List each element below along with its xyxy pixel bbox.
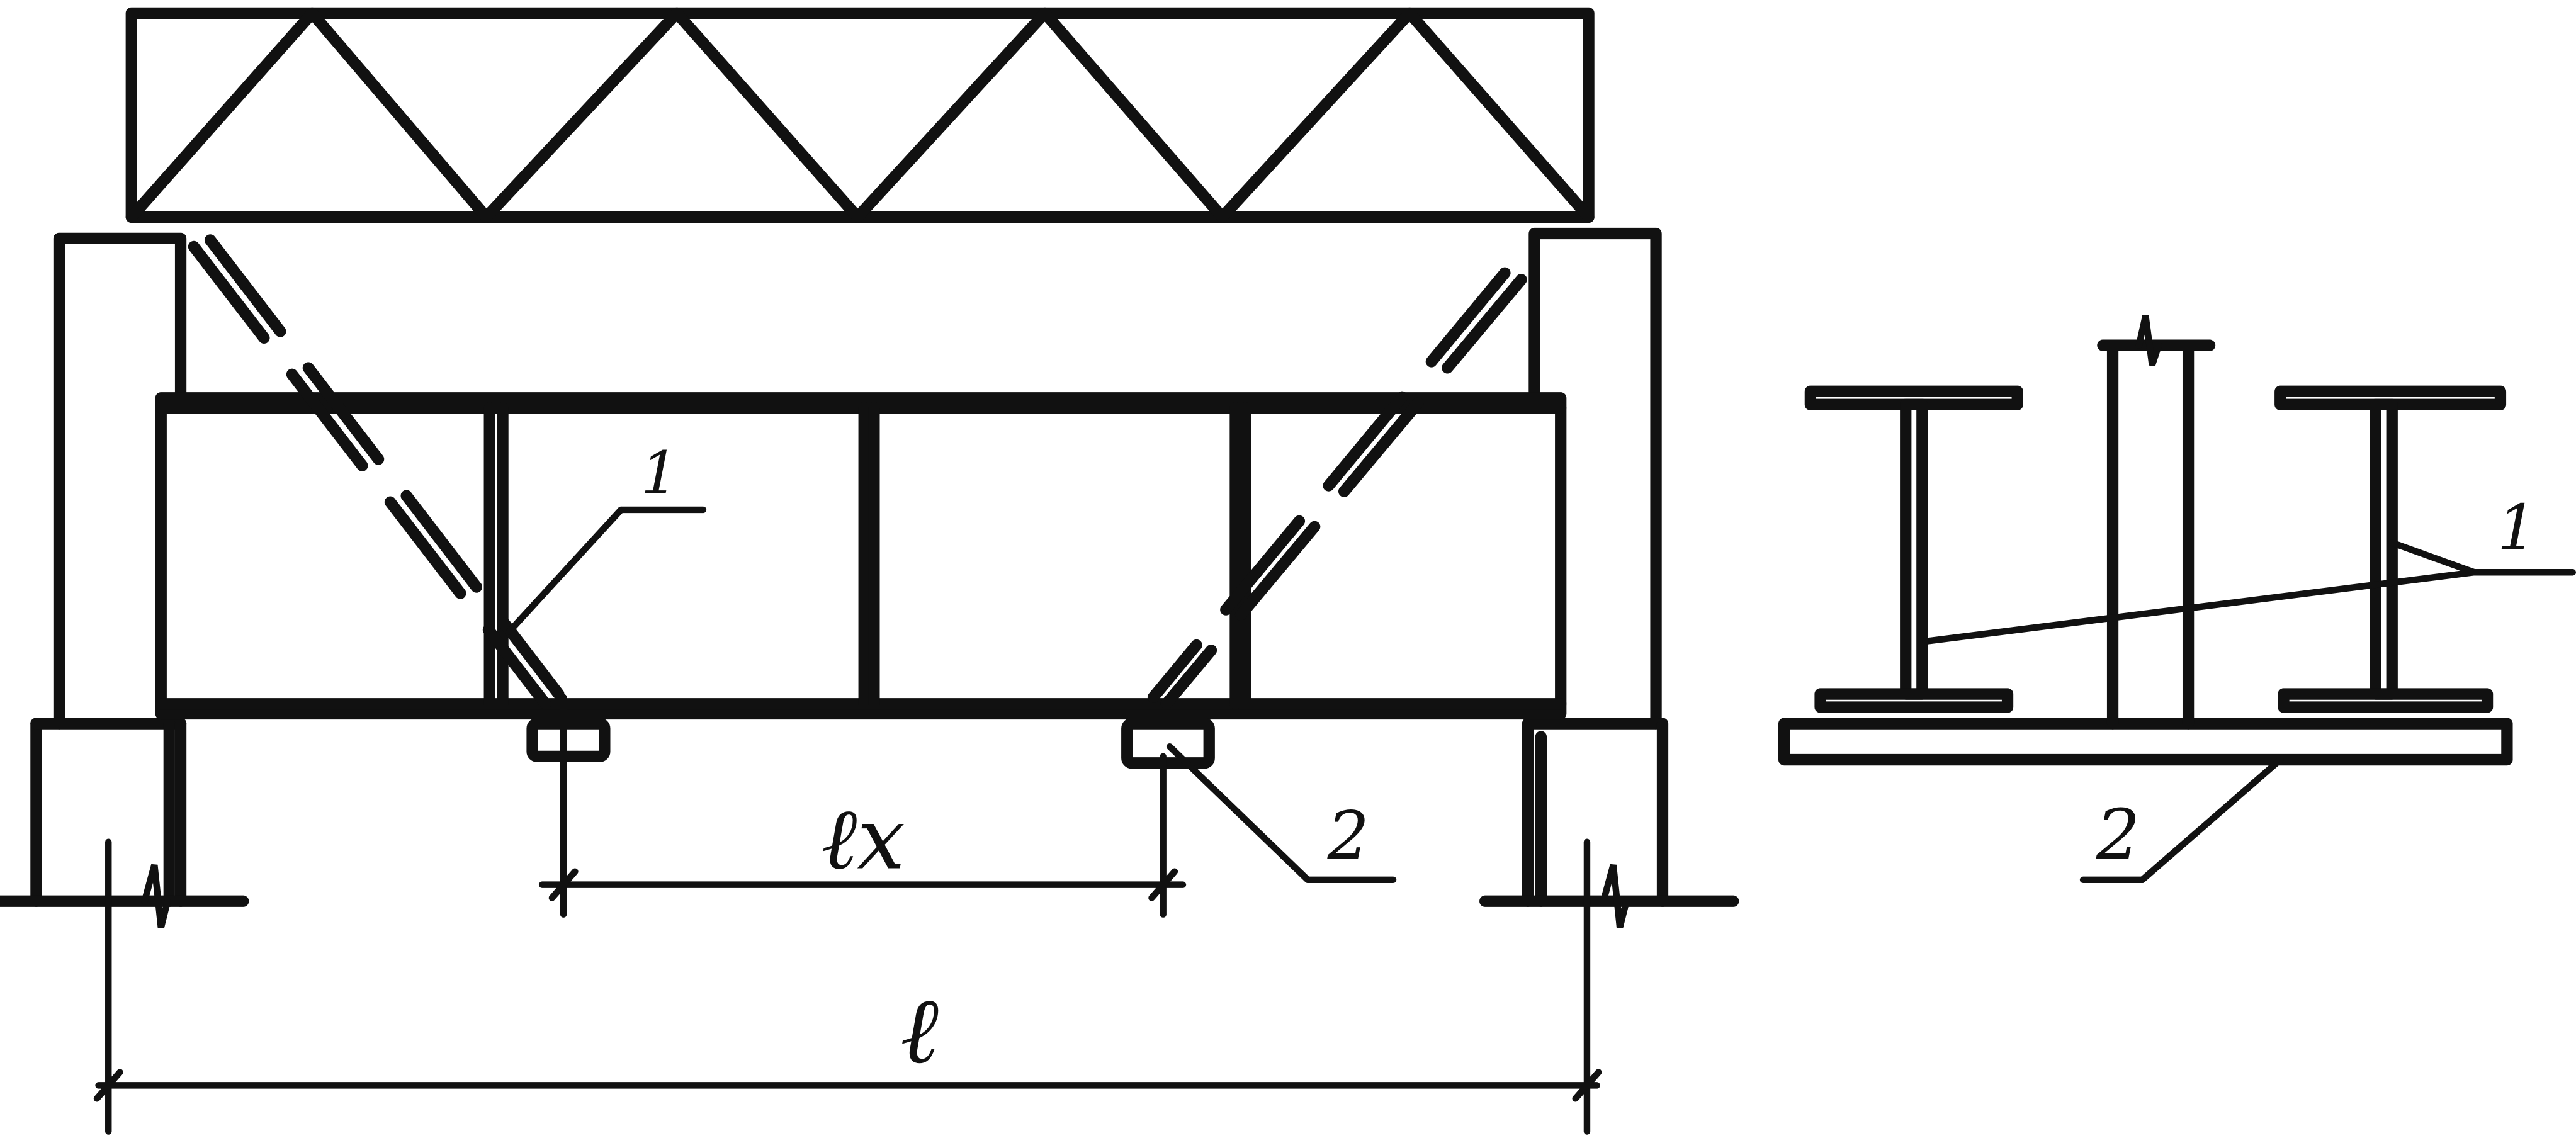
callout-2-label: 2 [1327, 797, 1369, 874]
center-column [2097, 315, 2216, 730]
dimension-l-label: ℓ [900, 977, 939, 1084]
cross-section: 1 2 [1778, 315, 2576, 884]
callout-1-front: 1 [506, 439, 707, 635]
roof-truss [125, 7, 1595, 223]
bracing [188, 234, 1527, 710]
left-i-beam [1804, 385, 2023, 713]
break-mark-icon [141, 864, 171, 928]
dimension-l: ℓ [93, 838, 1602, 1135]
right-i-beam [2274, 385, 2507, 713]
callout-1-label: 1 [641, 439, 679, 508]
break-mark-icon [2135, 315, 2162, 366]
callout-2-section-label: 2 [2096, 794, 2140, 875]
main-beam [155, 392, 1567, 720]
dimension-lx-label: ℓx [822, 789, 905, 889]
right-column [1479, 227, 1739, 928]
supports [526, 718, 1215, 769]
callout-1-section-label: 1 [2497, 492, 2537, 565]
callout-1-section: 1 [1922, 492, 2576, 645]
dimension-lx: ℓx [538, 694, 1187, 918]
callout-2-section: 2 [2079, 756, 2284, 884]
break-mark-icon [1600, 864, 1630, 928]
left-column [0, 232, 249, 928]
callout-2-front: 2 [1166, 743, 1397, 884]
